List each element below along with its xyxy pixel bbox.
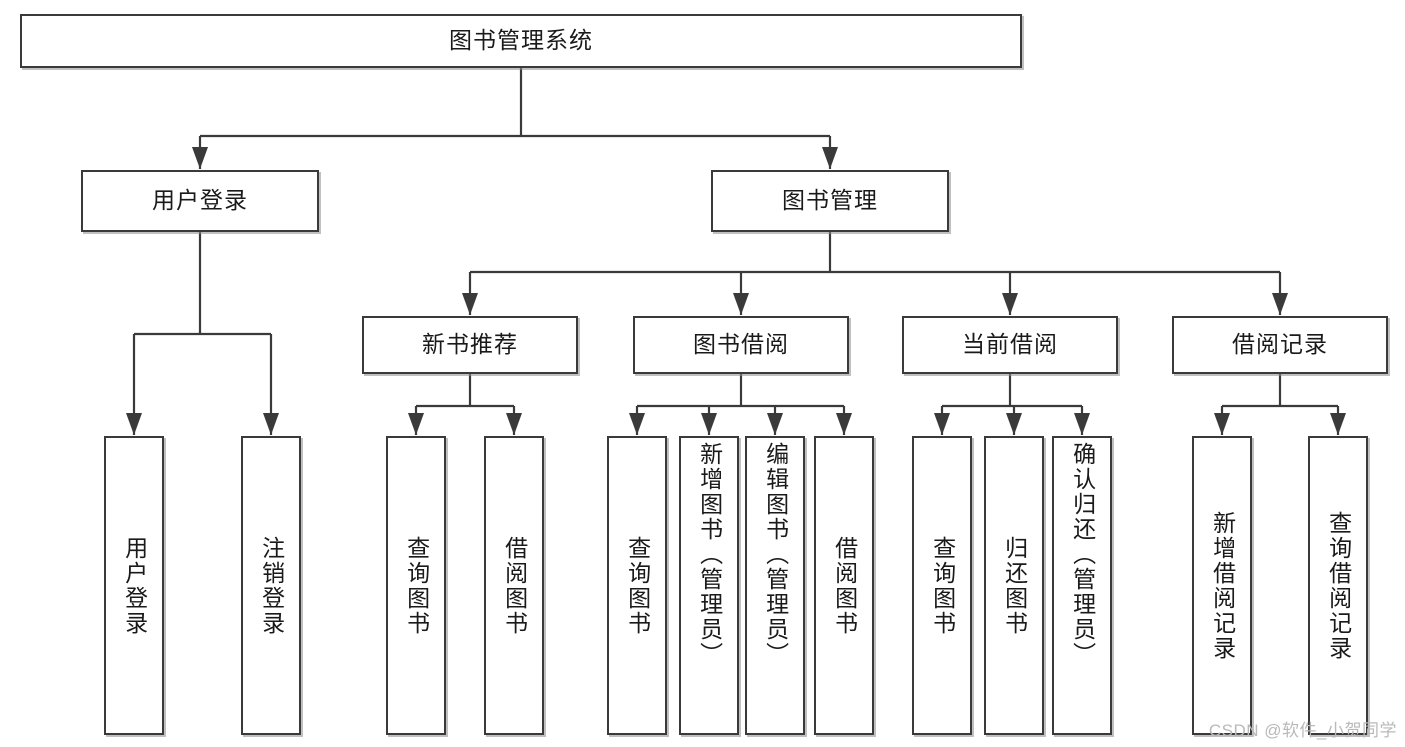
- node-leaf-borrow-book-rec[interactable]: 借阅图书: [484, 436, 544, 735]
- node-label: 用户登录: [152, 187, 248, 214]
- book-borrow-bus-arrowhead-2: [767, 413, 783, 435]
- node-label: 注销登录: [258, 535, 285, 636]
- book-borrow-bus-arrowhead-1: [701, 413, 717, 435]
- book-borrow-bus-arrowhead-0: [629, 413, 645, 435]
- book-management-bus-arrowhead-0: [462, 293, 478, 315]
- node-label: 新书推荐: [422, 331, 518, 358]
- user-login-bus-arrowhead-1: [263, 413, 279, 435]
- current-borrow-bus-arrowhead-0: [934, 413, 950, 435]
- node-label: 借阅图书: [831, 535, 858, 636]
- book-borrow-bus-arrowhead-3: [836, 413, 852, 435]
- node-leaf-user-logout[interactable]: 注销登录: [241, 436, 301, 735]
- node-leaf-add-record[interactable]: 新增借阅记录: [1192, 436, 1252, 735]
- node-leaf-user-login[interactable]: 用户登录: [104, 436, 164, 735]
- node-label: 图书管理系统: [449, 27, 593, 54]
- root-bus-arrowhead-0: [192, 147, 208, 169]
- node-label: 查询图书: [403, 535, 430, 636]
- node-label: 借阅记录: [1232, 331, 1328, 358]
- current-borrow-bus-arrowhead-2: [1074, 413, 1090, 435]
- node-root[interactable]: 图书管理系统: [20, 14, 1022, 68]
- current-borrow-bus-arrowhead-1: [1006, 413, 1022, 435]
- node-leaf-borrow-book[interactable]: 借阅图书: [814, 436, 874, 735]
- node-label: 查询借阅记录: [1325, 510, 1352, 661]
- node-leaf-return-book[interactable]: 归还图书: [984, 436, 1044, 735]
- node-label: 新增借阅记录: [1209, 510, 1236, 661]
- new-book-bus-arrowhead-1: [506, 413, 522, 435]
- node-label: 归还图书: [1001, 535, 1028, 636]
- node-new-book-recommend[interactable]: 新书推荐: [362, 316, 578, 374]
- book-management-bus-arrowhead-2: [1002, 293, 1018, 315]
- node-label: 图书管理: [782, 187, 878, 214]
- watermark-label: CSDN @软件_小贺同学: [1208, 721, 1397, 740]
- node-leaf-edit-book[interactable]: 编辑图书（管理员）: [745, 436, 805, 735]
- node-current-borrow[interactable]: 当前借阅: [902, 316, 1118, 374]
- node-label: 确认归还（管理员）: [1069, 442, 1096, 667]
- node-book-borrow[interactable]: 图书借阅: [633, 316, 849, 374]
- book-management-bus-arrowhead-1: [733, 293, 749, 315]
- node-user-login[interactable]: 用户登录: [81, 170, 319, 232]
- node-label: 借阅图书: [501, 535, 528, 636]
- node-leaf-query-book-borrow[interactable]: 查询图书: [607, 436, 667, 735]
- borrow-record-bus-arrowhead-0: [1214, 413, 1230, 435]
- node-label: 查询图书: [624, 535, 651, 636]
- book-management-bus-arrowhead-3: [1272, 293, 1288, 315]
- node-leaf-query-book-rec[interactable]: 查询图书: [386, 436, 446, 735]
- node-book-management[interactable]: 图书管理: [711, 170, 949, 232]
- node-label: 图书借阅: [693, 331, 789, 358]
- node-leaf-query-record[interactable]: 查询借阅记录: [1308, 436, 1368, 735]
- root-bus-arrowhead-1: [822, 147, 838, 169]
- node-leaf-query-book-current[interactable]: 查询图书: [912, 436, 972, 735]
- node-borrow-record[interactable]: 借阅记录: [1172, 316, 1388, 374]
- node-leaf-confirm-return[interactable]: 确认归还（管理员）: [1052, 436, 1112, 735]
- node-label: 用户登录: [121, 535, 148, 636]
- node-leaf-add-book[interactable]: 新增图书（管理员）: [679, 436, 739, 735]
- new-book-bus-arrowhead-0: [408, 413, 424, 435]
- borrow-record-bus-arrowhead-1: [1330, 413, 1346, 435]
- node-label: 新增图书（管理员）: [696, 442, 723, 667]
- node-label: 编辑图书（管理员）: [762, 442, 789, 667]
- node-label: 查询图书: [929, 535, 956, 636]
- user-login-bus-arrowhead-0: [126, 413, 142, 435]
- node-label: 当前借阅: [962, 331, 1058, 358]
